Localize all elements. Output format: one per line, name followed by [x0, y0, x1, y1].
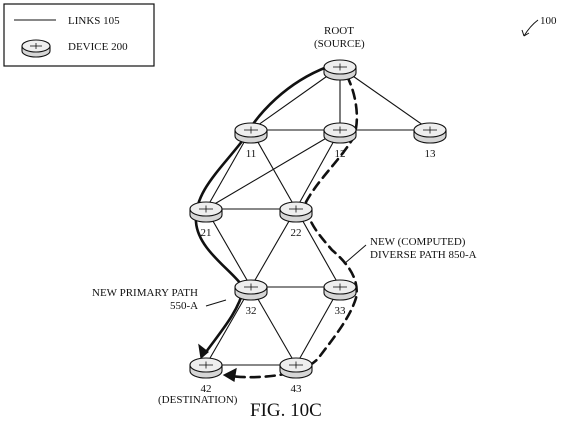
device-11	[234, 122, 268, 144]
root-label-line2: (SOURCE)	[314, 38, 365, 50]
link-32-42	[205, 286, 252, 366]
device-21	[189, 201, 223, 223]
link-12-21	[205, 129, 341, 210]
diverse-path-label-line1: NEW (COMPUTED)	[370, 236, 466, 248]
legend-links-label: LINKS 105	[68, 15, 120, 27]
device-label-22: 22	[291, 227, 302, 239]
links-layer	[205, 66, 431, 366]
primary-path-label-line1: NEW PRIMARY PATH	[92, 287, 198, 299]
device-root	[323, 59, 357, 81]
device-22	[279, 201, 313, 223]
link-12-22	[295, 129, 341, 210]
link-root-11	[250, 66, 341, 131]
device-label-13: 13	[425, 148, 437, 160]
device-12	[323, 122, 357, 144]
link-11-21	[205, 129, 252, 210]
device-label-32: 32	[246, 305, 257, 317]
device-32	[234, 279, 268, 301]
device-42	[189, 357, 223, 379]
link-32-43	[250, 286, 297, 366]
device-43	[279, 357, 313, 379]
device-label-12: 12	[335, 148, 346, 160]
legend-device-label: DEVICE 200	[68, 41, 128, 53]
device-label-33: 33	[335, 305, 347, 317]
diverse-path-label-line2: DIVERSE PATH 850-A	[370, 249, 477, 261]
device-label-42: 42	[201, 383, 212, 395]
primary-path-label-line2: 550-A	[170, 300, 198, 312]
figure-reference: 100	[540, 15, 557, 27]
legend-device-icon	[21, 39, 51, 58]
link-21-32	[205, 208, 252, 288]
new-primary-path-arrowhead	[198, 343, 209, 360]
legend-box	[3, 3, 155, 67]
figure-caption: FIG. 10C	[250, 400, 322, 421]
figure-reference-arrowhead	[521, 29, 530, 37]
link-root-13	[339, 66, 431, 131]
link-22-32	[250, 208, 297, 288]
new-diverse-path-arrowhead	[222, 367, 237, 382]
link-22-33	[295, 208, 341, 288]
legend: LINKS 105 DEVICE 200	[3, 3, 155, 67]
root-label-line1: ROOT	[324, 25, 354, 37]
device-33	[323, 279, 357, 301]
figure-reference-arrow	[523, 19, 539, 37]
devices-layer: 11 12 13 21 22 32 33 42 43	[189, 59, 447, 395]
device-label-21: 21	[201, 227, 212, 239]
device-label-43: 43	[291, 383, 303, 395]
link-33-43	[295, 286, 341, 366]
diverse-path-label-pointer	[343, 244, 367, 265]
primary-path-label-pointer	[205, 299, 227, 307]
device-label-11: 11	[246, 148, 257, 160]
destination-label: (DESTINATION)	[158, 394, 238, 406]
device-13	[413, 122, 447, 144]
